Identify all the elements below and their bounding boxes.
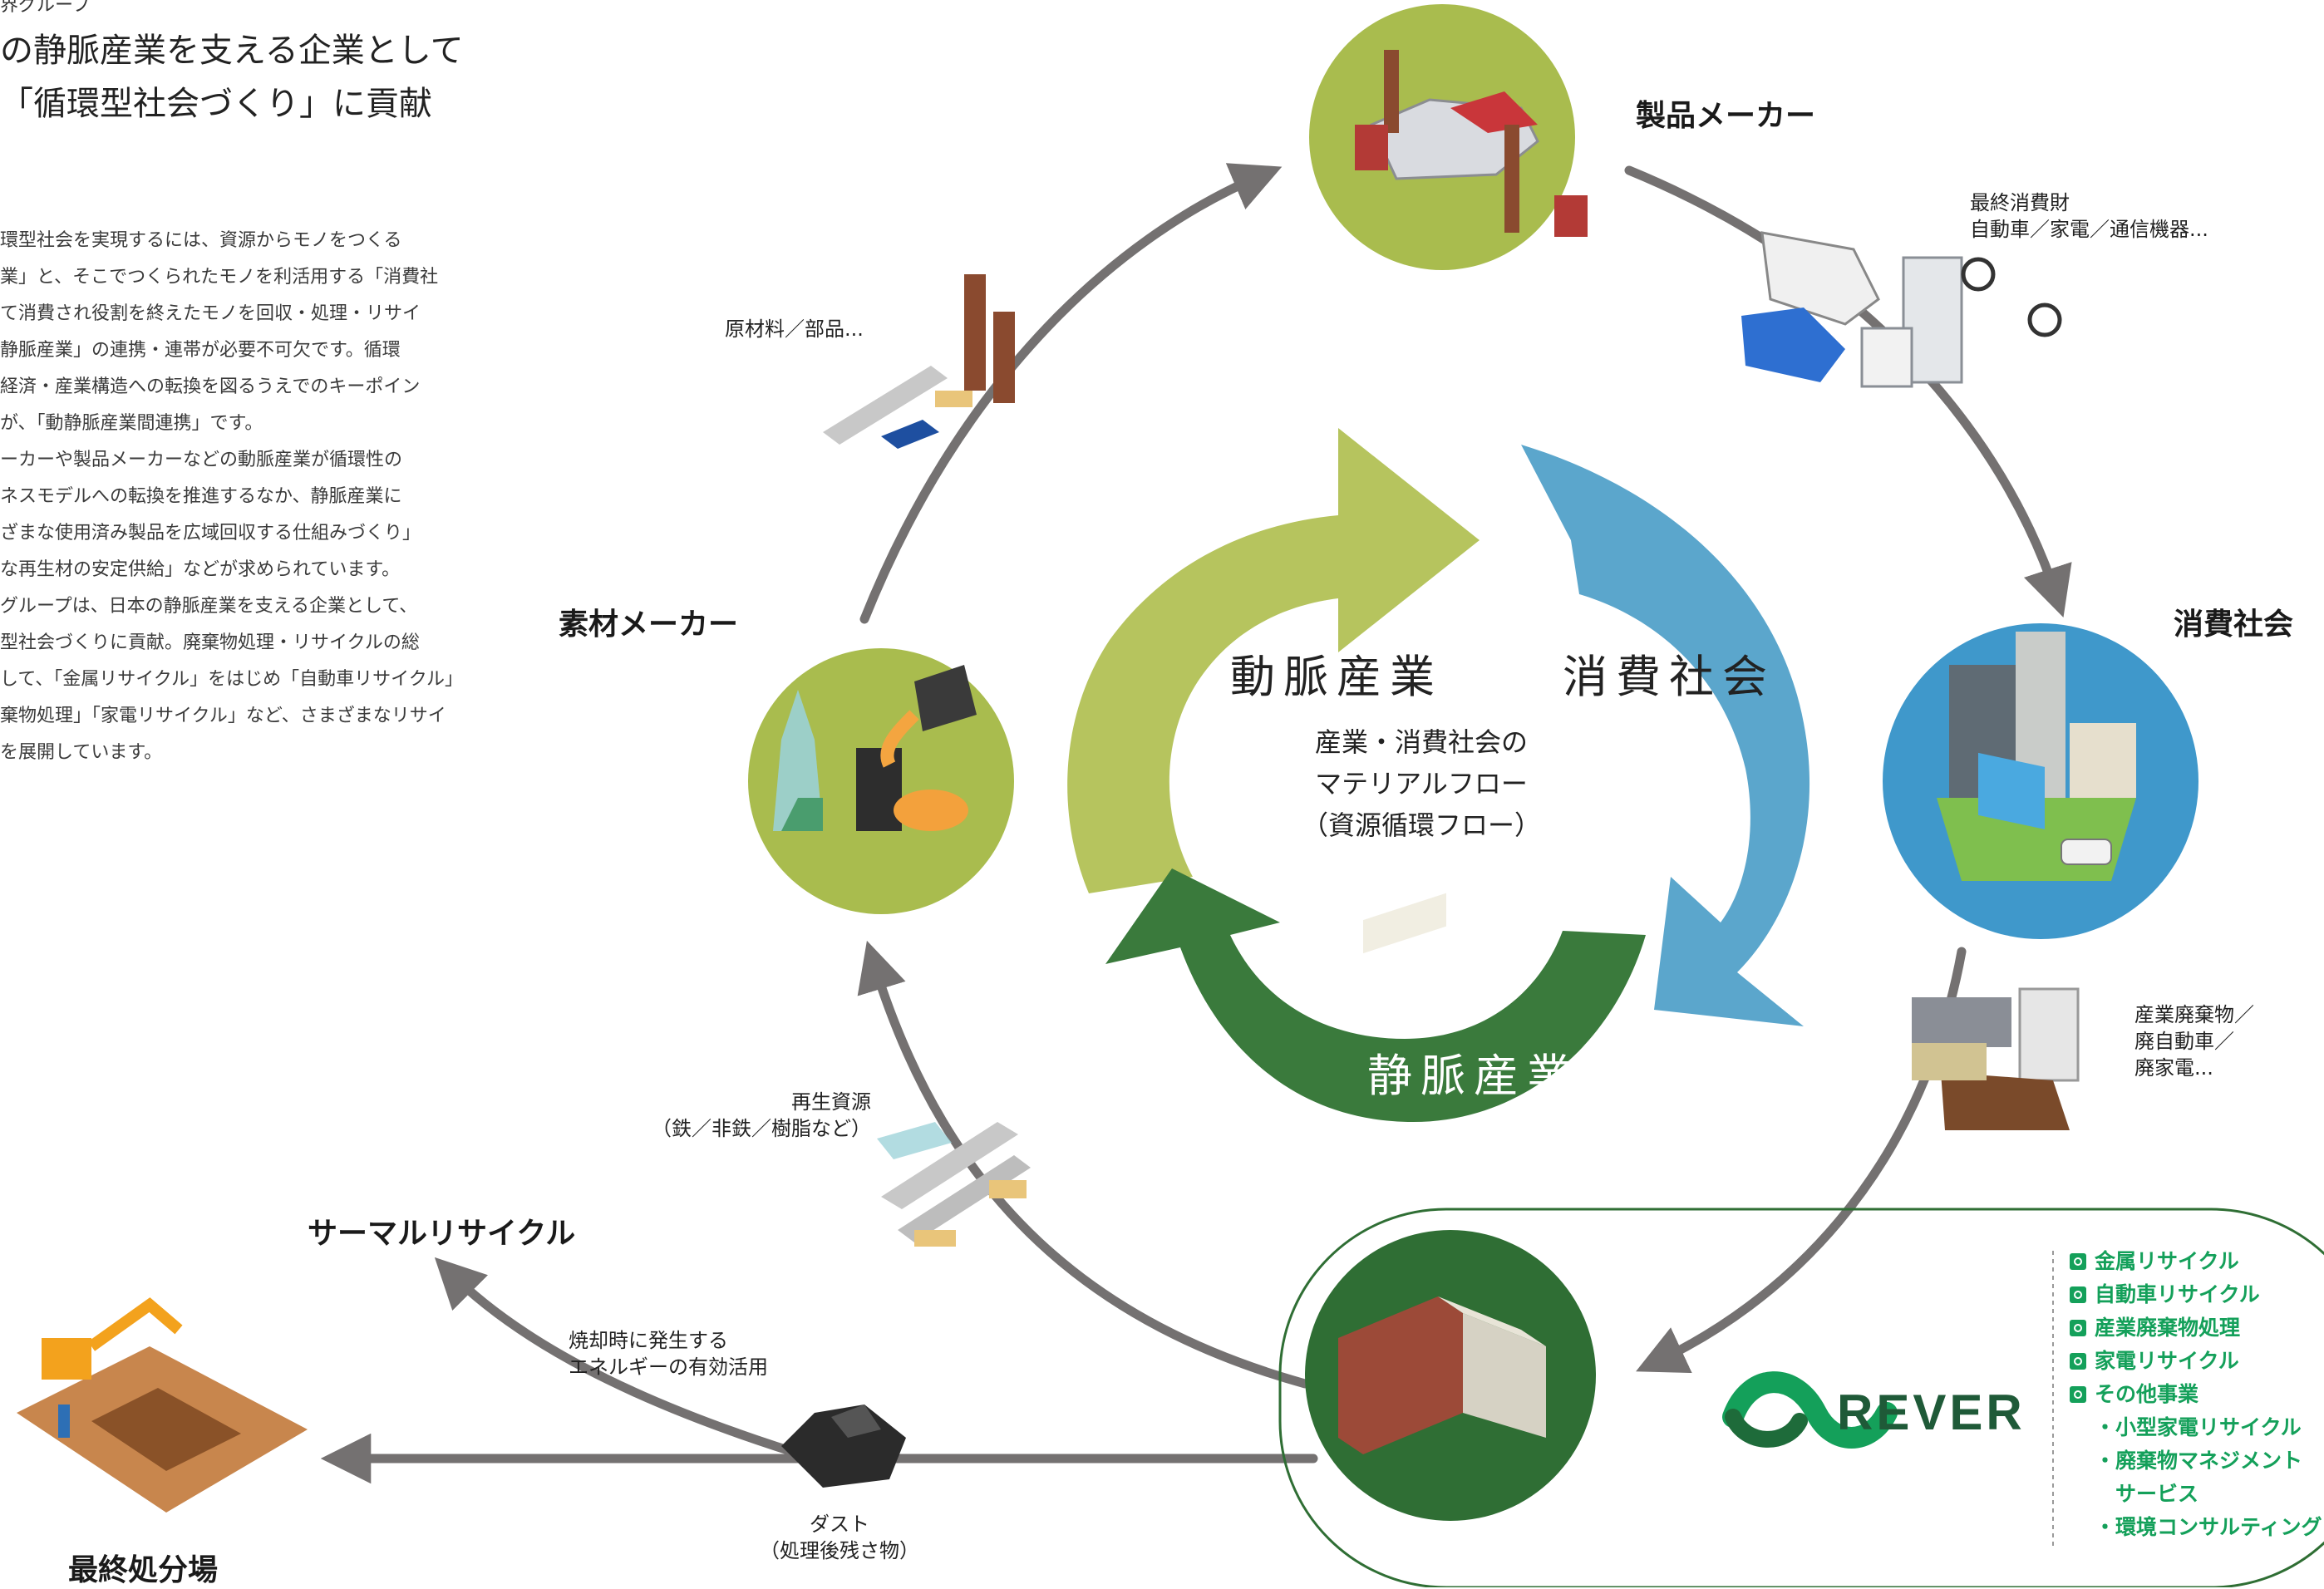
caption-line: 自動車／家電／通信機器... (1970, 218, 2208, 241)
body-line: 静脈産業」の連携・連帯が必要不可欠です。循環 (0, 340, 401, 361)
rever-logo-text: REVER (1837, 1385, 2026, 1440)
material-maker-label: 素材メーカー (559, 608, 739, 642)
body-line: ーカーや製品メーカーなどの動脈産業が循環性の (0, 450, 403, 470)
body-line: して、「金属リサイクル」をはじめ「自動車リサイクル」 (0, 669, 464, 690)
industrial-waste-icon (2070, 1320, 2086, 1336)
caption-line: エネルギーの有効活用 (569, 1355, 768, 1379)
service-item: 家電リサイクル (2070, 1345, 2322, 1378)
body-line: 環型社会を実現するには、資源からモノをつくる (0, 230, 402, 251)
body-line: 業」と、そこでつくられたモノを利活用する「消費社 (0, 267, 439, 288)
service-label: 産業廃棄物処理 (2095, 1316, 2241, 1340)
appliance-recycling-icon (2070, 1353, 2086, 1370)
sub-service-item: ・小型家電リサイクル (2095, 1415, 2302, 1439)
product-maker-illustration (1355, 50, 1588, 237)
body-line: 型社会づくりに貢献。廃棄物処理・リサイクルの総 (0, 632, 420, 653)
auto-recycling-icon (2070, 1286, 2086, 1303)
service-label: その他事業 (2095, 1382, 2199, 1406)
body-line: て消費され役割を終えたモノを回収・処理・リサイ (0, 303, 421, 324)
section-heading-line2: 「循環型社会づくり」に貢献 (0, 85, 432, 123)
arterial-industry-label: 動脈産業 (1230, 651, 1443, 703)
center-line: 産業・消費社会の (1314, 726, 1528, 758)
raw-materials-illustration (823, 274, 1015, 449)
recycled-resources-caption: 再生資源 （鉄／非鉄／樹脂など） (647, 1089, 871, 1142)
center-line: マテリアルフロー (1315, 768, 1528, 799)
sub-service-item: ・環境コンサルティング (2095, 1515, 2322, 1539)
dust-caption: ダスト （処理後残さ物） (748, 1511, 931, 1564)
rever-service-list: 金属リサイクル 自動車リサイクル 産業廃棄物処理 家電リサイクル その他事業 ・… (2070, 1245, 2322, 1544)
caption-line: 最終消費財 (1970, 191, 2070, 214)
service-label: 自動車リサイクル (2095, 1282, 2260, 1306)
cycle-center-text: 産業・消費社会の マテリアルフロー （資源循環フロー） (1297, 721, 1546, 846)
consumer-society-arrow (1521, 445, 1810, 1026)
body-line: ネスモデルへの転換を推進するなか、静脈産業に (0, 486, 402, 507)
arrow-to-thermal-recycle (434, 1257, 820, 1464)
caption-line: 廃自動車／ (2134, 1030, 2234, 1053)
central-cycle (1067, 428, 1810, 1122)
material-maker-illustration (773, 665, 977, 831)
waste-caption: 産業廃棄物／ 廃自動車／ 廃家電... (2134, 1001, 2254, 1081)
product-maker-label: 製品メーカー (1636, 99, 1816, 133)
raw-materials-caption: 原材料／部品... (725, 317, 864, 341)
waste-illustration (1912, 987, 2080, 1130)
section-tag: 界グループ (0, 0, 91, 16)
service-item: 自動車リサイクル (2070, 1278, 2322, 1311)
arrow-material-to-product (859, 163, 1283, 624)
sub-service-item: ・廃棄物マネジメント (2095, 1449, 2303, 1473)
consumer-society-node-label: 消費社会 (2174, 608, 2294, 642)
service-item: その他事業 (2070, 1378, 2322, 1411)
consumer-society-label: 消費社会 (1563, 651, 1775, 703)
caption-line: 焼却時に発生する (569, 1329, 728, 1352)
body-paragraph: 環型社会を実現するには、資源からモノをつくる 業」と、そこでつくられたモノを利活… (0, 223, 464, 771)
sub-service-item: サービス (2095, 1482, 2199, 1506)
caption-line: ダスト (810, 1513, 869, 1536)
body-line: ざまな使用済み製品を広域回収する仕組みづくり」 (0, 523, 421, 544)
section-heading-line1: の静脈産業を支える企業として (0, 32, 464, 70)
other-business-icon (2070, 1386, 2086, 1403)
caption-line: （鉄／非鉄／樹脂など） (652, 1117, 871, 1140)
recycled-resources-illustration (877, 1122, 1031, 1247)
caption-line: （処理後残さ物） (760, 1539, 919, 1562)
final-disposal-label: 最終処分場 (68, 1553, 219, 1587)
arterial-industry-arrow (1067, 428, 1480, 893)
recycler-illustration (1338, 893, 1546, 1454)
body-line: グループは、日本の静脈産業を支える企業として、 (0, 596, 418, 617)
caption-line: 廃家電... (2134, 1056, 2213, 1080)
final-goods-illustration (1741, 231, 2062, 829)
rever-logo-mark (1722, 1371, 1898, 1449)
dust-illustration (781, 1405, 906, 1488)
thermal-recycle-label: サーマルリサイクル (308, 1217, 576, 1251)
body-line: が、「動静脈産業間連携」です。 (0, 413, 263, 434)
service-item: 産業廃棄物処理 (2070, 1311, 2322, 1345)
final-disposal-illustration (17, 1297, 308, 1513)
service-label: 家電リサイクル (2095, 1349, 2239, 1373)
service-item: 金属リサイクル (2070, 1245, 2322, 1278)
thermal-energy-caption: 焼却時に発生する エネルギーの有効活用 (569, 1327, 768, 1380)
body-line: を展開しています。 (0, 742, 163, 763)
venous-industry-label: 静脈産業 (1367, 1050, 1580, 1102)
body-line: 棄物処理」「家電リサイクル」など、さまざまなリサイ (0, 706, 446, 726)
final-goods-caption: 最終消費財 自動車／家電／通信機器... (1970, 189, 2208, 243)
caption-line: 産業廃棄物／ (2134, 1003, 2254, 1026)
caption-line: 再生資源 (791, 1090, 871, 1114)
venous-industry-arrow (1105, 868, 1646, 1122)
body-line: な再生材の安定供給」などが求められています。 (0, 559, 401, 580)
center-line: （資源循環フロー） (1301, 809, 1541, 841)
arrow-recycler-to-material (857, 940, 1310, 1389)
body-line: 経済・産業構造への転換を図るうえでのキーポイン (0, 376, 421, 397)
metal-recycling-icon (2070, 1253, 2086, 1270)
service-label: 金属リサイクル (2095, 1249, 2239, 1273)
rever-frame (1278, 1208, 2324, 1587)
